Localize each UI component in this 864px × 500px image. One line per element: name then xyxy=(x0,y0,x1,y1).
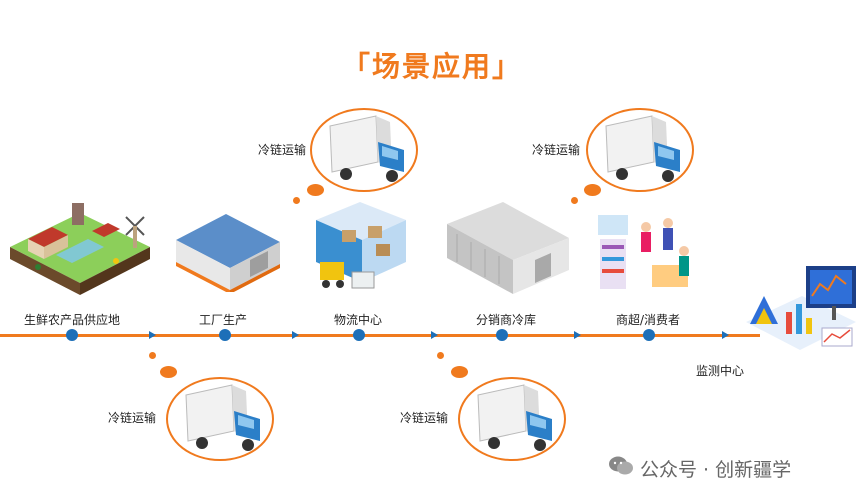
page-title: 「场景应用」 xyxy=(341,50,522,83)
monitor-illustration xyxy=(742,262,860,374)
transport-label: 冷链运输 xyxy=(108,411,157,425)
flow-arrow-icon xyxy=(574,331,581,339)
transport-label: 冷链运输 xyxy=(400,411,449,425)
truck-icon xyxy=(329,115,404,182)
speech-bubble xyxy=(451,366,468,378)
coldstore-illustration xyxy=(443,198,573,298)
node-label-monitor: 监测中心 xyxy=(696,364,745,378)
wechat-icon xyxy=(608,455,634,477)
speech-bubble xyxy=(437,352,444,359)
logistics-illustration xyxy=(312,200,410,298)
farm-illustration xyxy=(8,195,153,300)
node-label-retail: 商超/消费者 xyxy=(616,313,681,327)
timeline-dot-4 xyxy=(496,329,508,341)
transport-circle xyxy=(458,377,566,461)
truck-icon xyxy=(477,384,552,451)
speech-bubble xyxy=(149,352,156,359)
node-label-logistics: 物流中心 xyxy=(334,313,383,327)
flow-arrow-icon xyxy=(431,331,438,339)
timeline-dot-5 xyxy=(643,329,655,341)
speech-bubble xyxy=(584,184,601,196)
transport-label: 冷链运输 xyxy=(532,143,581,157)
timeline-dot-3 xyxy=(353,329,365,341)
speech-bubble xyxy=(160,366,177,378)
retail-illustration xyxy=(592,205,704,301)
factory-illustration xyxy=(172,202,284,294)
truck-icon xyxy=(605,115,680,182)
node-label-factory: 工厂生产 xyxy=(199,313,248,327)
timeline-dot-1 xyxy=(66,329,78,341)
transport-label: 冷链运输 xyxy=(258,143,307,157)
flow-arrow-icon xyxy=(149,331,156,339)
speech-bubble xyxy=(307,184,324,196)
transport-circle xyxy=(586,108,694,192)
timeline-dot-2 xyxy=(219,329,231,341)
truck-icon xyxy=(185,384,260,451)
transport-circle xyxy=(166,377,274,461)
node-label-coldstore: 分销商冷库 xyxy=(476,313,537,327)
speech-bubble xyxy=(293,197,300,204)
node-label-farm: 生鲜农产品供应地 xyxy=(24,313,121,327)
speech-bubble xyxy=(571,197,578,204)
flow-arrow-icon xyxy=(722,331,729,339)
timeline-line xyxy=(0,334,760,337)
watermark-text: 公众号 · 创新疆学 xyxy=(640,459,792,481)
flow-arrow-icon xyxy=(292,331,299,339)
transport-circle xyxy=(310,108,418,192)
